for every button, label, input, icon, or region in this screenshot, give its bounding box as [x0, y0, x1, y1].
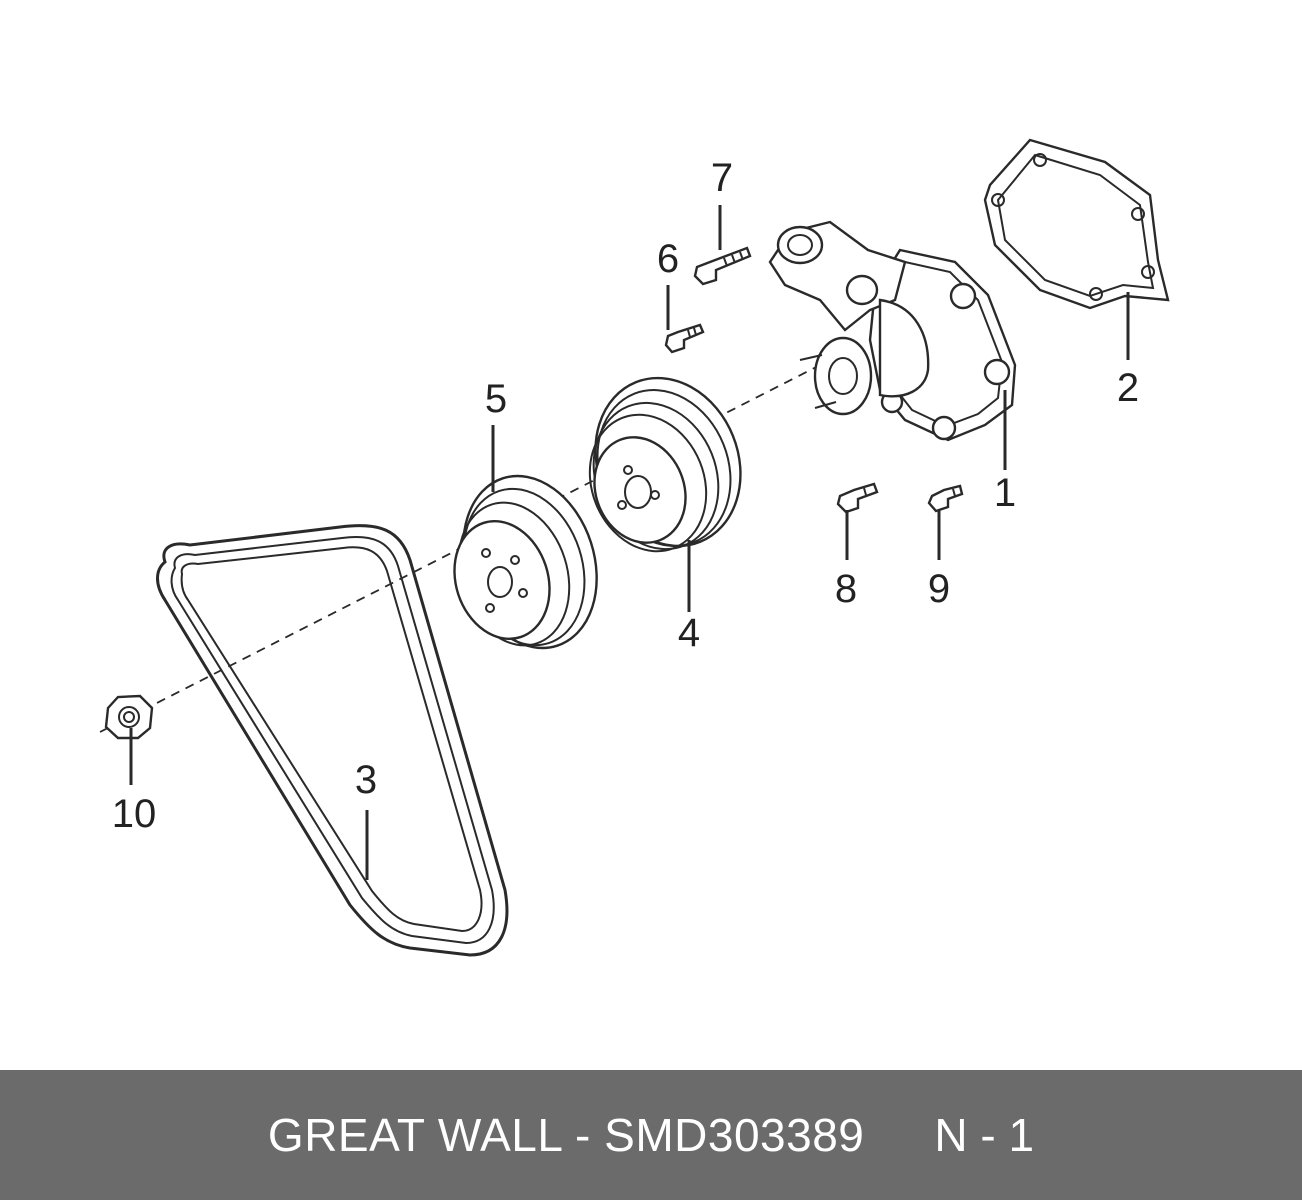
callout-1: 1	[994, 471, 1016, 515]
callout-9: 9	[928, 567, 950, 611]
pulley-4	[588, 376, 742, 553]
brand-part-number: GREAT WALL - SMD303389	[267, 1109, 865, 1161]
callout-7: 7	[711, 156, 733, 200]
callout-2: 2	[1117, 366, 1139, 410]
exploded-parts-diagram: 1 2 3 4 5 6 7 8 9 10	[99, 138, 1170, 957]
callout-5: 5	[485, 377, 507, 421]
callout-4: 4	[678, 611, 700, 655]
pulley-5	[453, 474, 598, 650]
water-pump	[768, 220, 1017, 442]
bolt-6	[664, 323, 705, 354]
page-indicator: N - 1	[934, 1109, 1035, 1161]
hex-nut	[104, 694, 154, 740]
bolt-8	[836, 482, 879, 514]
leader-lines	[129, 205, 1130, 880]
bolt-7	[693, 246, 752, 286]
callout-10: 10	[112, 792, 157, 836]
callout-6: 6	[657, 237, 679, 281]
bolt-9	[927, 484, 964, 513]
callout-8: 8	[835, 567, 857, 611]
gasket	[983, 138, 1170, 310]
footer-bar: GREAT WALL - SMD303389 N - 1	[0, 1070, 1302, 1200]
callout-3: 3	[355, 758, 377, 802]
drive-belt	[156, 524, 509, 957]
